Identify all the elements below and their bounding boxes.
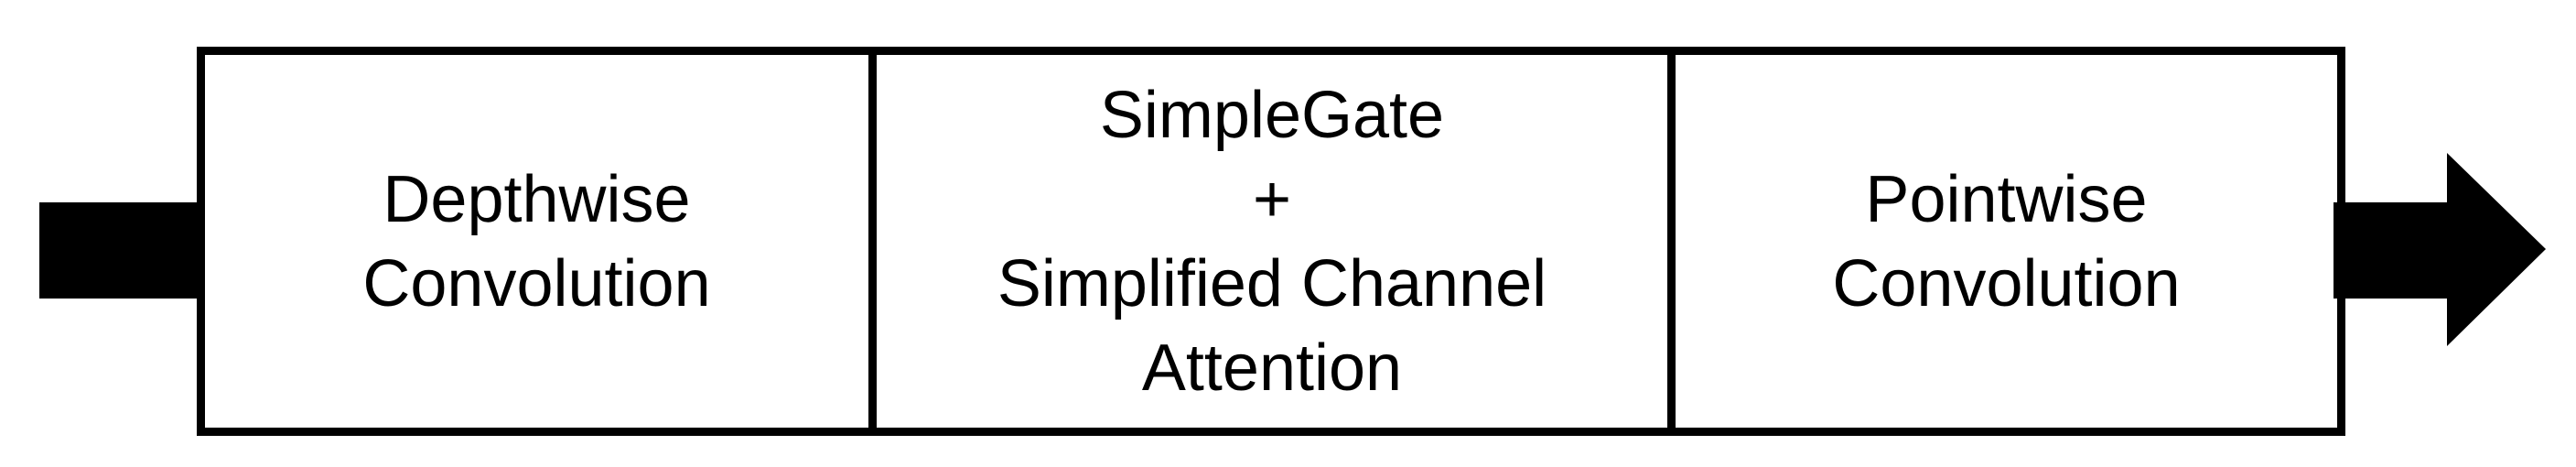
box-label-line: Pointwise: [1865, 162, 2148, 236]
box-label: SimpleGate + Simplified Channel Attentio…: [997, 73, 1547, 410]
input-flow-arrow: [39, 202, 204, 299]
box-pointwise-convolution: Pointwise Convolution: [1667, 55, 2337, 428]
output-flow-arrow-shaft: [2333, 202, 2447, 299]
box-label-line: Attention: [1141, 331, 1403, 405]
box-label-line: Simplified Channel: [997, 246, 1547, 320]
box-label-line: Convolution: [362, 246, 711, 320]
plus-sign: +: [1252, 162, 1292, 236]
box-simplegate-simplified-channel-attention: SimpleGate + Simplified Channel Attentio…: [868, 55, 1667, 428]
box-label-line: SimpleGate: [1099, 78, 1445, 152]
output-arrowhead-icon: [2447, 153, 2546, 346]
box-depthwise-convolution: Depthwise Convolution: [205, 55, 868, 428]
box-label: Pointwise Convolution: [1832, 157, 2180, 326]
box-label-line: Depthwise: [383, 162, 691, 236]
box-label-line: Convolution: [1832, 246, 2181, 320]
box-label: Depthwise Convolution: [362, 157, 710, 326]
block-row: Depthwise Convolution SimpleGate + Simpl…: [197, 47, 2345, 436]
